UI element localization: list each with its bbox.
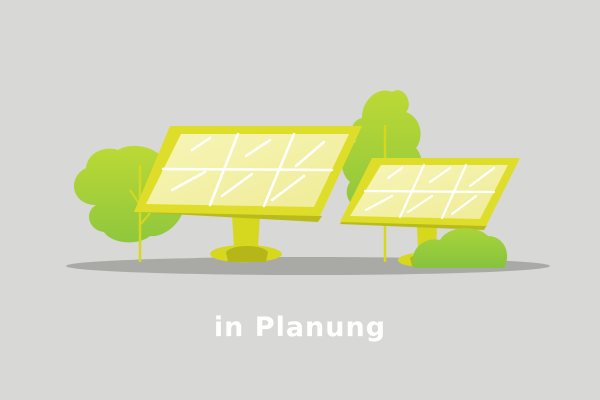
solar-panel-icon	[134, 126, 362, 263]
status-caption: in Planung	[213, 312, 387, 343]
bush-icon	[412, 228, 508, 268]
solar-panel-icon	[340, 158, 520, 267]
